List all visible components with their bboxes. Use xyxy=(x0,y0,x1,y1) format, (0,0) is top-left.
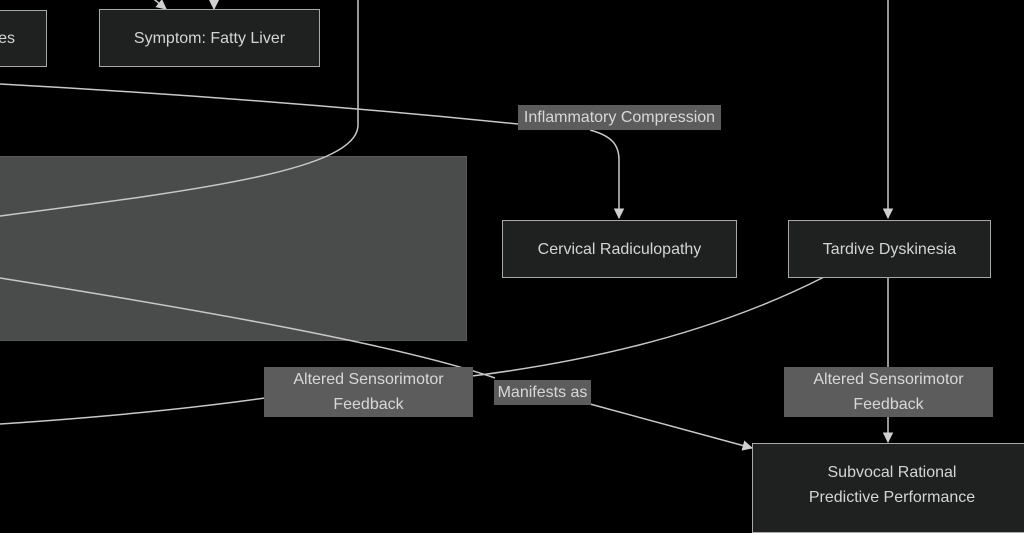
node-cervical-radiculopathy[interactable]: Cervical Radiculopathy xyxy=(502,220,737,278)
edge-top-diagonal xyxy=(153,0,167,10)
node-label: es xyxy=(0,30,15,47)
edge-label-manifests-as: Manifests as xyxy=(494,380,591,405)
edge-label-inflammatory-compression: Inflammatory Compression xyxy=(518,105,721,130)
edge-manifests-to-subvocal xyxy=(589,403,754,451)
subgraph-cluster xyxy=(0,156,467,341)
edge-curve-from-top xyxy=(0,0,359,217)
node-fatty-liver[interactable]: Symptom: Fatty Liver xyxy=(99,9,320,67)
edge-label-altered-sensorimotor-left: Altered Sensorimotor Feedback xyxy=(264,367,473,417)
node-tardive-dyskinesia[interactable]: Tardive Dyskinesia xyxy=(788,220,991,278)
edge-cluster-to-manifests xyxy=(0,277,496,379)
edge-tardive-to-altered-left xyxy=(471,276,825,377)
edge-label-altered-sensorimotor-right: Altered Sensorimotor Feedback xyxy=(784,367,993,417)
edge-altered-left-to-leftedge xyxy=(0,397,266,425)
node-label: Subvocal Rational Predictive Performance xyxy=(808,464,976,506)
edge-inflammatory-to-cervical xyxy=(589,129,625,220)
node-label: Cervical Radiculopathy xyxy=(537,240,702,258)
node-partial-left[interactable]: es xyxy=(0,10,47,67)
node-label: Symptom: Fatty Liver xyxy=(133,29,286,47)
node-label: Tardive Dyskinesia xyxy=(822,240,957,258)
edge-to-inflammatory xyxy=(0,83,519,125)
node-subvocal-rational-predictive-performance[interactable]: Subvocal Rational Predictive Performance xyxy=(752,443,1024,533)
